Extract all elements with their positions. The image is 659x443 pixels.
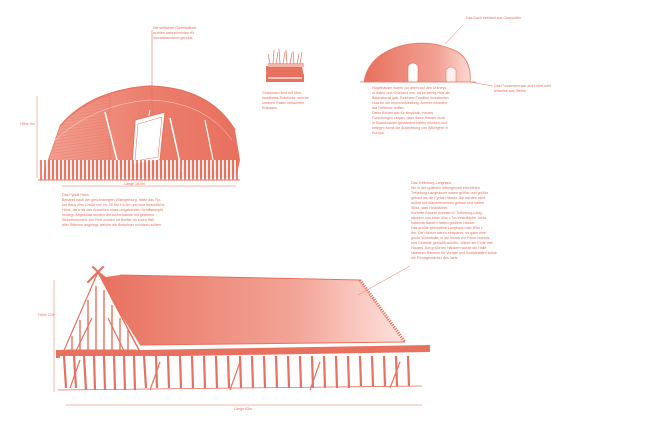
longhouse-height-label: Höhe 12m bbox=[38, 313, 55, 317]
fyrkat-house-drawing bbox=[36, 30, 240, 187]
sod-block-drawing bbox=[266, 48, 304, 84]
longhouse-drawing bbox=[53, 265, 430, 406]
fyrkat-description: Das Fyrkat Haus Benannt nach der gleichn… bbox=[62, 193, 165, 227]
mound-wall-note: Das Fundament war aus Lehm oder teilweis… bbox=[494, 84, 552, 93]
fyrkat-length-label: Länge 18,5m bbox=[124, 182, 145, 186]
mound-description: Hügelhäuser waren vor allem auf den Orkn… bbox=[372, 86, 450, 135]
longhouse-description: Das Trelleborg-Langhaus Ein in der späte… bbox=[411, 181, 497, 260]
longhouse-length-label: Länge 83m bbox=[234, 407, 252, 411]
gable-wall-annotation: Die seitlichen Giebelwände wurden wahrsc… bbox=[153, 26, 197, 40]
mound-roof-note: Das Dach bestand aus Grassoden bbox=[466, 16, 521, 20]
fyrkat-height-label: Höhe 4m bbox=[20, 122, 35, 126]
mound-house-drawing bbox=[360, 25, 494, 87]
sod-block-caption: Grassoden sind mit über bewährtes Erdstü… bbox=[262, 91, 309, 110]
longhouse-wall-posts bbox=[62, 355, 411, 391]
